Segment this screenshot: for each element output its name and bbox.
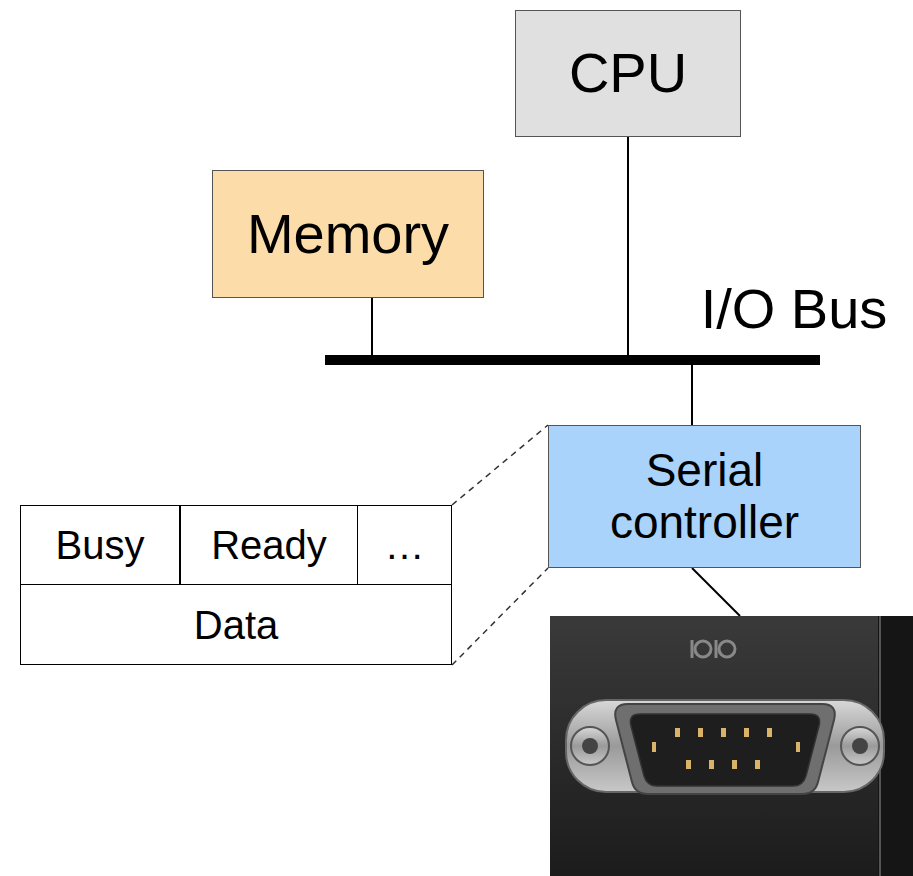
cpu-box: CPU — [515, 10, 741, 137]
controller-box: Serial controller — [548, 425, 861, 568]
register-field: Ready — [180, 505, 358, 585]
cable-line — [692, 568, 740, 616]
register-field: Data — [20, 584, 452, 665]
box-label: Serial controller — [549, 445, 860, 548]
box-label: CPU — [569, 42, 687, 105]
serial-port-photo — [550, 616, 913, 876]
box-label: Memory — [247, 203, 449, 266]
bus-label: I/O Bus — [683, 274, 905, 344]
zoom-line — [452, 568, 548, 665]
memory-box: Memory — [212, 170, 484, 298]
bus-connection — [628, 137, 692, 425]
register-field: Busy — [20, 505, 180, 585]
register-field: … — [357, 505, 452, 585]
zoom-line — [452, 425, 548, 505]
